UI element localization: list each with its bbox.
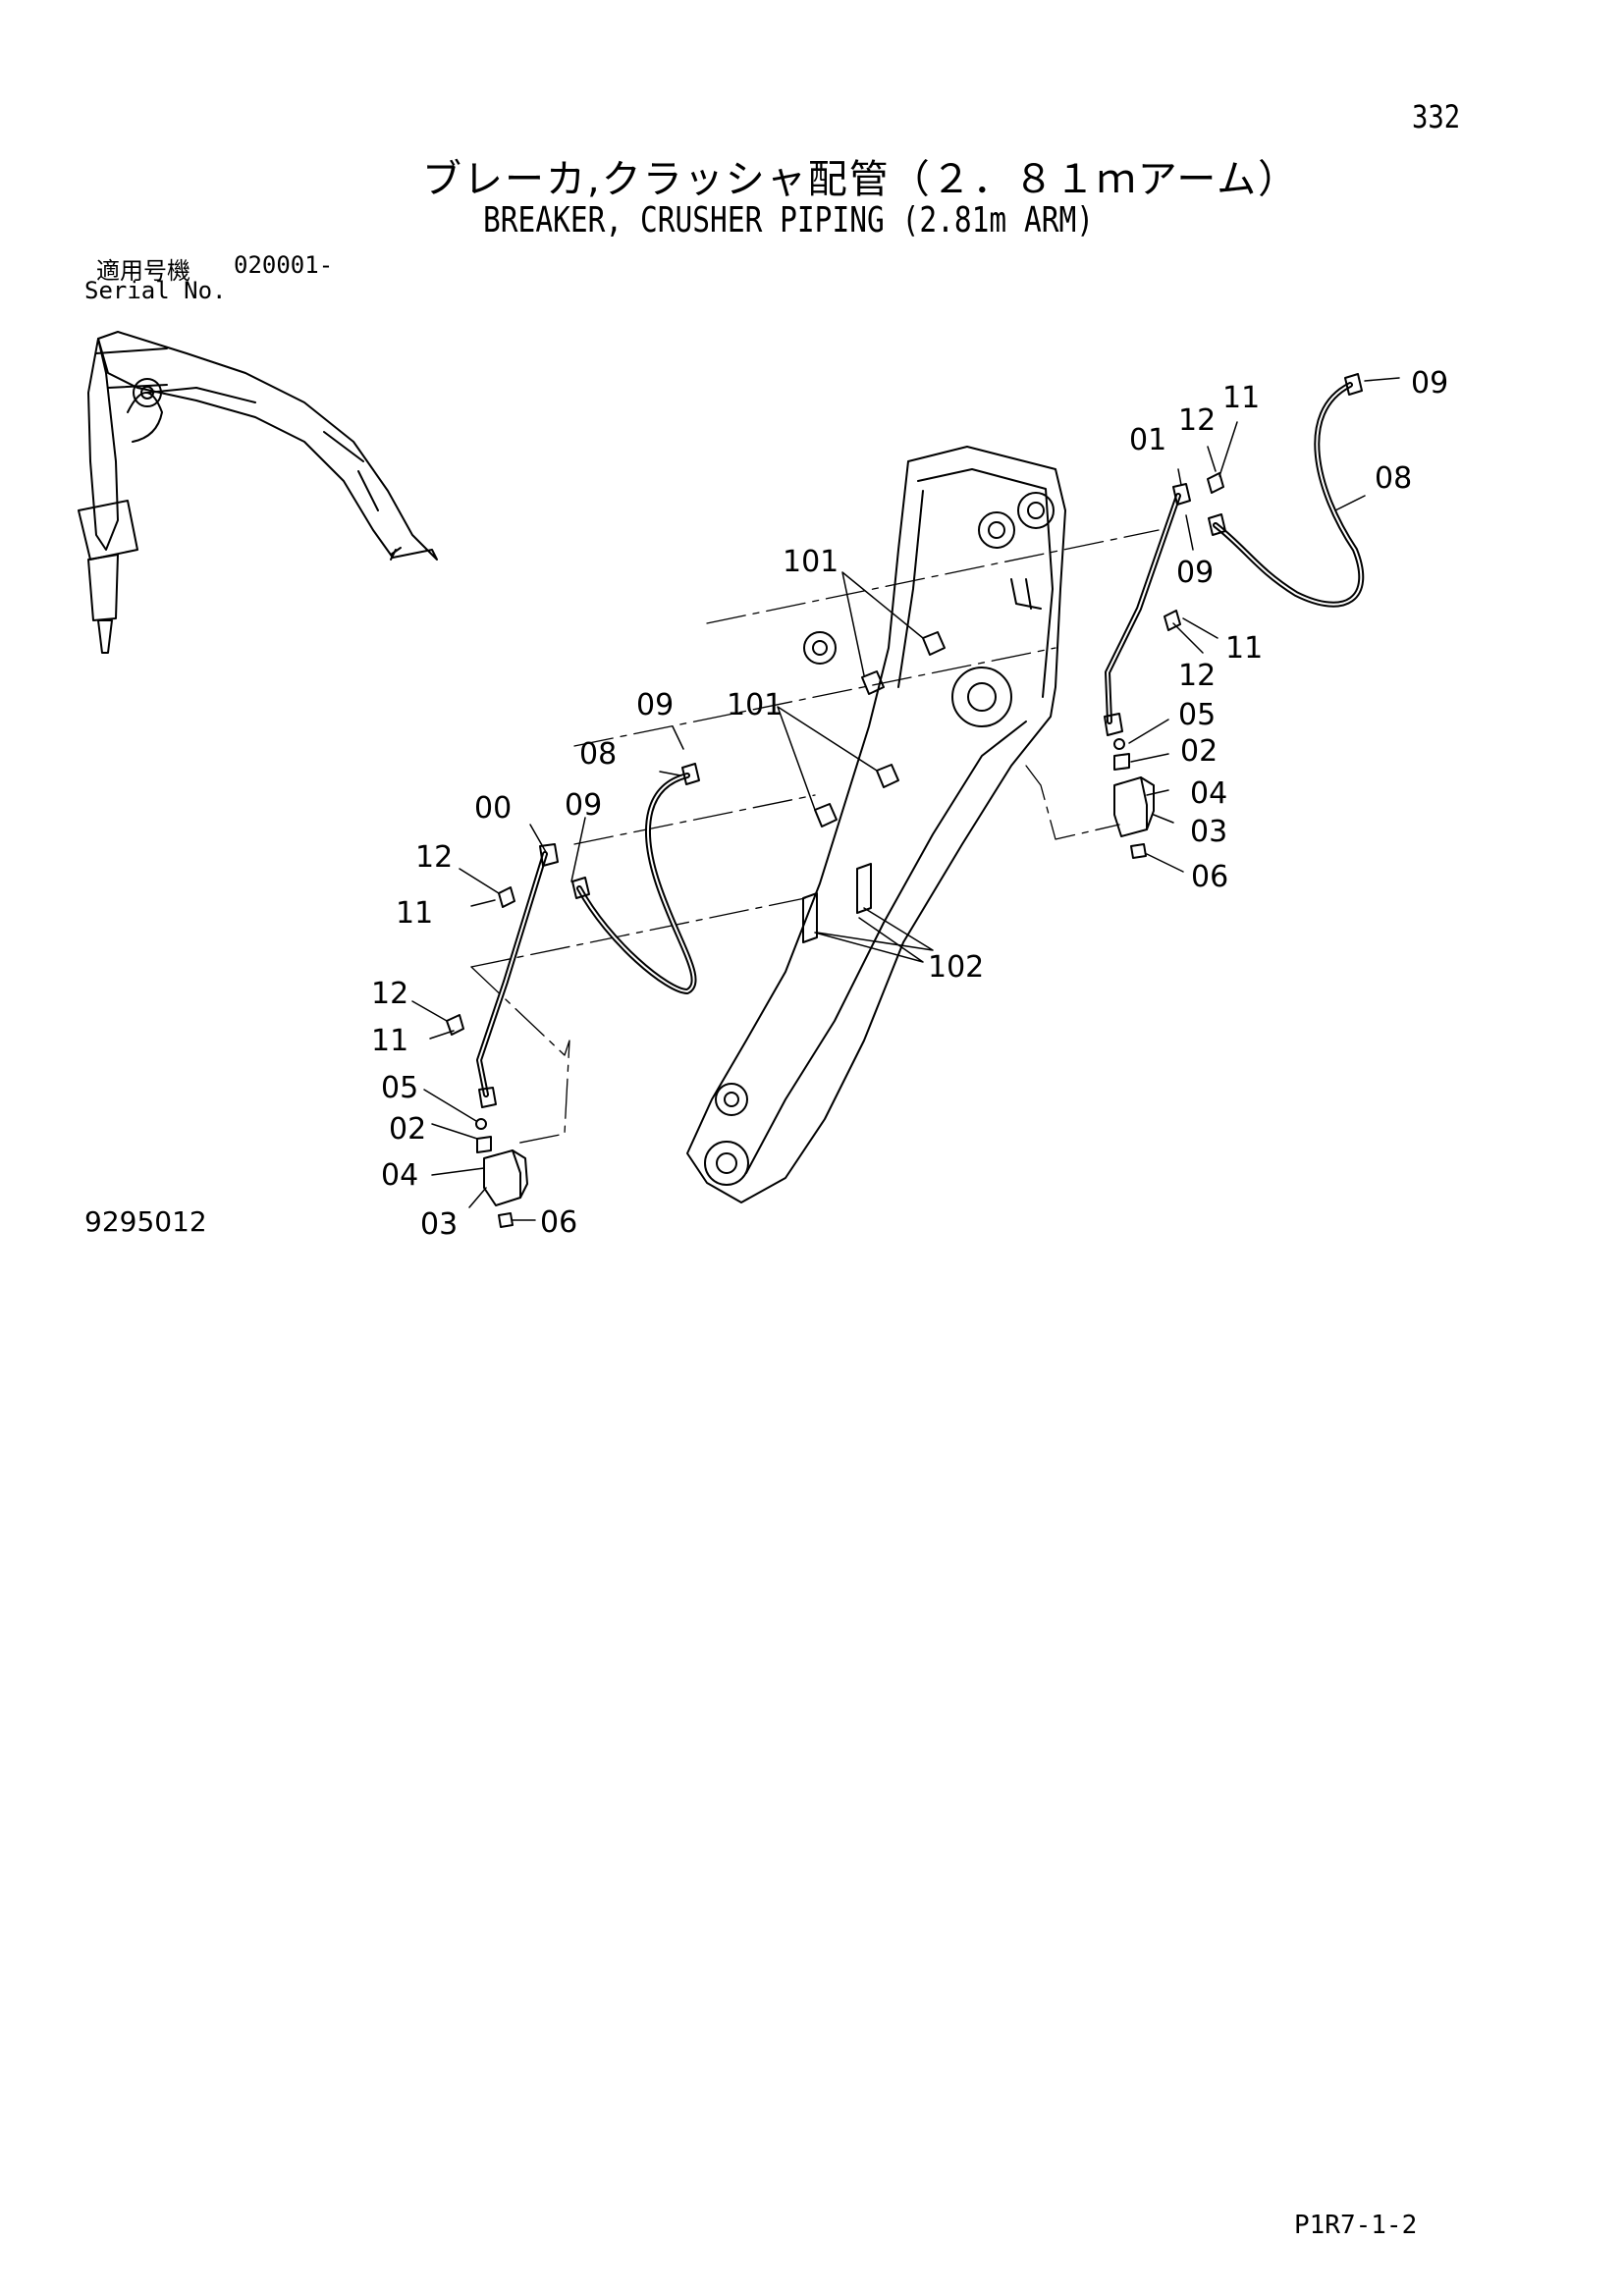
callout-11: 11 (1222, 381, 1260, 415)
callout-12: 12 (1178, 659, 1216, 693)
callout-09: 09 (636, 688, 674, 722)
callout-06: 06 (1191, 860, 1228, 894)
arm-assembly (686, 446, 1066, 1203)
leader-lines (411, 377, 1400, 1221)
drawing-number: 9295012 (84, 1205, 207, 1238)
left-piping-group (446, 763, 700, 1228)
callout-labels: 01 12 11 09 08 09 11 12 05 02 04 03 06 1… (371, 366, 1448, 1242)
callout-02: 02 (1180, 734, 1218, 769)
callout-06: 06 (540, 1205, 577, 1240)
callout-05: 05 (381, 1071, 418, 1105)
callout-01: 01 (1129, 423, 1166, 457)
arm-clamps (802, 631, 946, 943)
callout-11: 11 (371, 1024, 408, 1058)
callout-05: 05 (1178, 698, 1216, 732)
callout-11: 11 (396, 896, 433, 931)
callout-11: 11 (1225, 631, 1263, 666)
page-number: 332 (1412, 98, 1461, 135)
callout-101: 101 (727, 688, 783, 722)
callout-12: 12 (371, 977, 408, 1011)
callout-02: 02 (389, 1112, 426, 1147)
callout-08: 08 (1375, 461, 1412, 496)
callout-09: 09 (1176, 556, 1214, 590)
page-code: P1R7-1-2 (1294, 2211, 1418, 2240)
page-title-japanese: ブレーカ,クラッシャ配管（２．８１ｍアーム） (422, 157, 1300, 202)
callout-102: 102 (928, 950, 984, 985)
callout-12: 12 (1178, 403, 1216, 438)
callout-101: 101 (783, 545, 839, 579)
callout-09: 09 (1411, 366, 1448, 400)
callout-03: 03 (420, 1207, 458, 1242)
serial-range: 020001- (234, 251, 334, 279)
callout-04: 04 (381, 1158, 418, 1193)
right-piping-group (1104, 373, 1365, 859)
callout-03: 03 (1190, 815, 1227, 849)
callout-09: 09 (565, 788, 602, 823)
callout-12: 12 (415, 840, 453, 875)
callout-00: 00 (474, 791, 512, 826)
serial-label-japanese: 適用号機 (96, 257, 190, 285)
excavator-thumbnail (78, 331, 438, 654)
callout-08: 08 (579, 737, 617, 772)
serial-label-english: Serial No. (84, 277, 227, 304)
callout-04: 04 (1190, 776, 1227, 811)
phantom-lines (470, 529, 1160, 1145)
page-title-english: BREAKER, CRUSHER PIPING (2.81m ARM) (483, 200, 1095, 240)
